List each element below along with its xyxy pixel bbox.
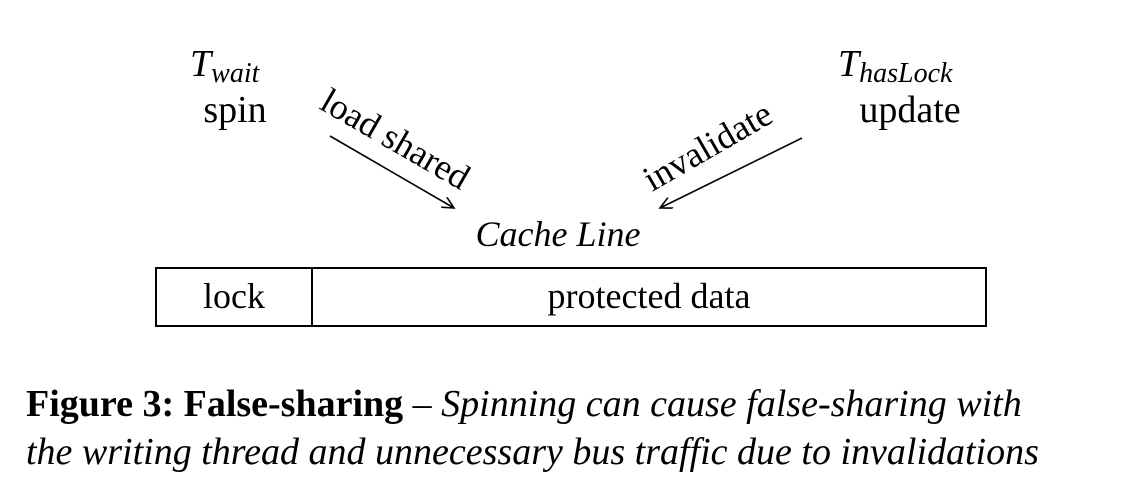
cache-line-title: Cache Line (476, 214, 641, 254)
holding-thread-action: update (859, 89, 960, 131)
invalidate-label: invalidate (636, 93, 779, 199)
caption-line-1: Figure 3: False-sharing – Spinning can c… (26, 380, 1136, 428)
invalidate-arrow (660, 137, 803, 208)
caption-label: Figure 3: False-sharing (26, 383, 404, 425)
waiting-thread-label: Twait (190, 43, 261, 89)
figure-caption: Figure 3: False-sharing – Spinning can c… (26, 380, 1136, 476)
waiting-thread-symbol: T (190, 43, 214, 85)
holding-thread-symbol: T (838, 43, 862, 85)
waiting-thread-subscript: wait (211, 58, 260, 89)
caption-text-line-1: Spinning can cause false-sharing with (441, 383, 1022, 425)
load-shared-label: load shared (314, 80, 477, 197)
caption-line-2: the writing thread and unnecessary bus t… (26, 428, 1136, 476)
lock-cell: lock (203, 276, 265, 316)
false-sharing-diagram: Twait spin ThasLock update load shared i… (155, 43, 987, 327)
holding-thread-subscript: hasLock (859, 58, 953, 89)
holding-thread-label: ThasLock (838, 43, 953, 89)
cache-line-box (155, 267, 987, 327)
caption-separator: – (403, 383, 442, 425)
load-shared-arrow (329, 135, 454, 208)
protected-data-cell: protected data (548, 276, 751, 316)
caption-text-line-2: the writing thread and unnecessary bus t… (26, 431, 1039, 473)
waiting-thread-action: spin (203, 89, 266, 131)
